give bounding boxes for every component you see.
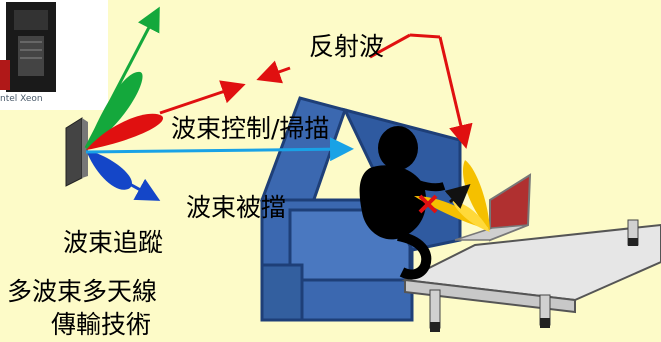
green-beam-arrow — [84, 6, 160, 149]
blocked-x-icon — [418, 194, 438, 214]
beam-steering-label: 波束控制/掃描 — [171, 114, 330, 143]
table-icon — [401, 219, 661, 332]
mimo-label-line2: 傳輸技術 — [51, 310, 152, 339]
blue-beam-lobe — [86, 150, 132, 190]
blue-beam-arrow — [125, 178, 161, 201]
beam-blocked-label: 波束被擋 — [186, 193, 287, 222]
person-icon — [359, 126, 446, 280]
red-beam-lobe — [86, 113, 164, 150]
reflected-ray-right — [409, 33, 441, 39]
laptop-icon — [454, 173, 532, 242]
direct-ray — [85, 137, 354, 162]
mimo-label-line1: 多波束多天線 — [7, 277, 158, 306]
reflected-ray-left — [256, 60, 291, 84]
server-tower-icon — [0, 0, 108, 110]
reflected-ray-top — [369, 33, 411, 59]
reflected-wave-label: 反射波 — [309, 32, 385, 61]
server-caption: ntel Xeon — [0, 94, 43, 104]
red-beam-arrow — [159, 80, 246, 115]
yellow-beam-lobe-up — [462, 160, 490, 230]
green-beam-lobe — [86, 71, 143, 150]
antenna-panel-icon — [65, 117, 88, 187]
beam-tracking-label: 波束追蹤 — [63, 228, 164, 257]
black-arrow — [444, 184, 471, 209]
reflected-ray-down — [438, 36, 473, 149]
